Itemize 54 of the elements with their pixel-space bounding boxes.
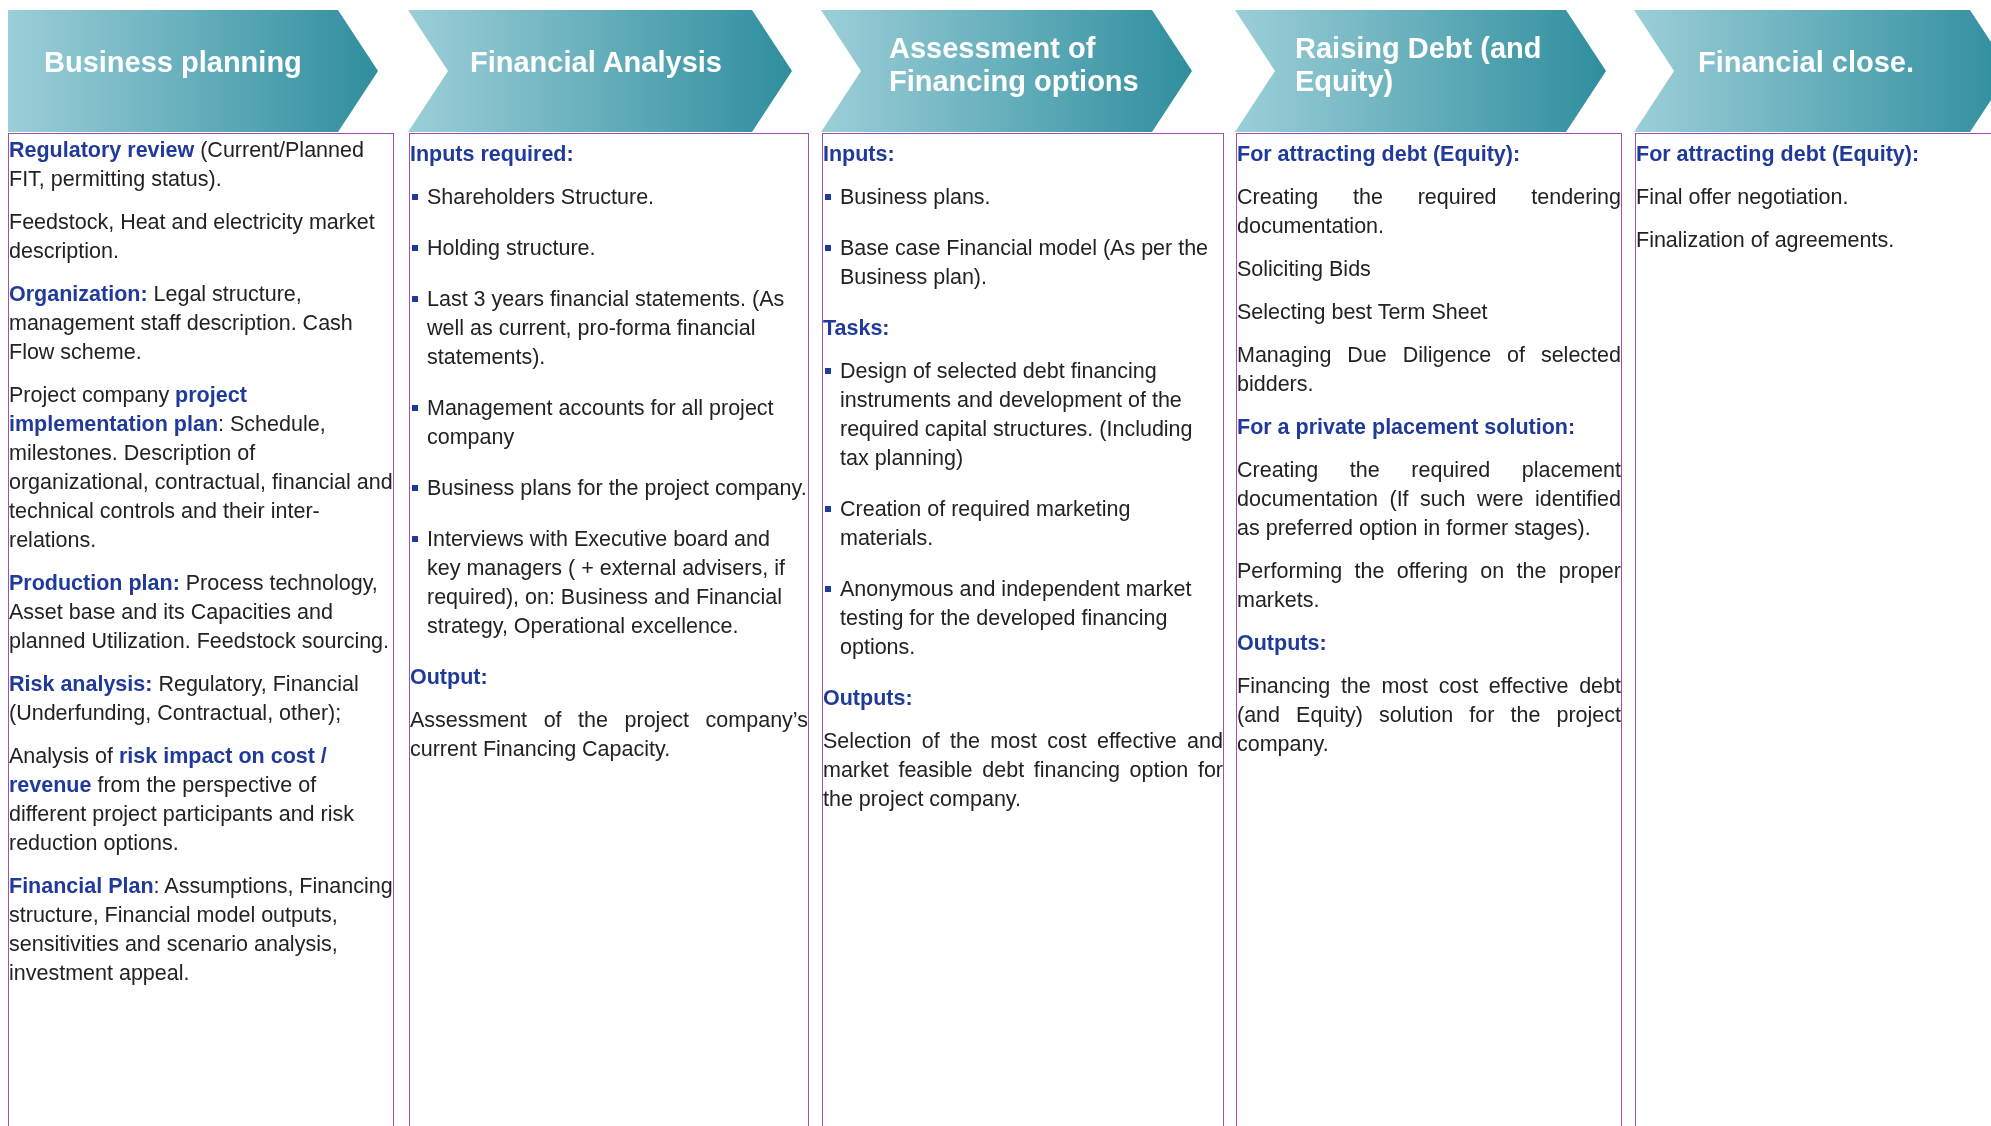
- bullet-item: Anonymous and independent market testing for the developed financing options.: [823, 575, 1223, 662]
- text-paragraph: Managing Due Diligence of selected bidders.: [1237, 342, 1621, 398]
- stage-header-banner: [1634, 10, 1991, 132]
- stage-header-banner: [821, 10, 1192, 132]
- step-title: Assessment of Financing options: [889, 32, 1140, 98]
- text-paragraph: Selecting best Term Sheet: [1237, 299, 1489, 326]
- stage-column: [409, 133, 809, 1126]
- text-paragraph: Regulatory review (Current/Planned FIT, permitting status).: [9, 137, 365, 193]
- bullet-item: Business plans.: [823, 183, 1223, 212]
- text-paragraph: Soliciting Bids: [1237, 256, 1372, 283]
- stage-column: [1635, 133, 1991, 1126]
- bullet-item: Design of selected debt financing instruments and development of the required capital structures. (Including tax planning): [823, 357, 1223, 473]
- bullet-item: Last 3 years financial statements. (As well as current, pro-forma financial statements).: [410, 285, 808, 372]
- bullet-item: Base case Financial model (As per the Business plan).: [823, 234, 1223, 292]
- section-heading: Tasks:: [823, 315, 891, 342]
- text-paragraph: Project company project implementation plan: Schedule, milestones. Description of organizational, contractual, financial and technical controls and their inter-relations.: [9, 382, 393, 554]
- text-paragraph: Creating the required placement documentation (If such were identified as preferred option in former stages).: [1237, 457, 1621, 542]
- text-paragraph: Organization: Legal structure, management staff description. Cash Flow scheme.: [9, 281, 354, 366]
- bullet-item: Shareholders Structure.: [410, 183, 808, 212]
- section-heading: Output:: [410, 664, 489, 691]
- section-heading: Outputs:: [1237, 630, 1328, 657]
- bullet-item: Interviews with Executive board and key managers ( + external advisers, if required), on: Business and Financial strategy, Operational excellence.: [410, 525, 808, 641]
- section-heading: For a private placement solution:: [1237, 414, 1577, 441]
- section-heading: For attracting debt (Equity):: [1636, 141, 1921, 168]
- stage-column: [1236, 133, 1622, 1126]
- text-paragraph: Analysis of risk impact on cost / revenue from the perspective of different project participants and risk reduction options.: [9, 743, 355, 857]
- step-title: Business planning: [44, 46, 303, 79]
- stage-header-banner: [8, 10, 378, 132]
- stage-header-banner: [408, 10, 792, 132]
- section-heading: For attracting debt (Equity):: [1237, 141, 1522, 168]
- stage-header-banner: [1235, 10, 1606, 132]
- bullet-item: Creation of required marketing materials.: [823, 495, 1223, 553]
- text-paragraph: Financing the most cost effective debt (and Equity) solution for the project company.: [1237, 673, 1621, 758]
- text-paragraph: Production plan: Process technology, Asset base and its Capacities and planned Utilization. Feedstock sourcing.: [9, 570, 391, 655]
- step-title: Raising Debt (and Equity): [1295, 32, 1543, 98]
- bullet-item: Holding structure.: [410, 234, 808, 263]
- section-heading: Outputs:: [823, 685, 914, 712]
- text-paragraph: Financial Plan: Assumptions, Financing structure, Financial model outputs, sensitivities and scenario analysis, investment appeal.: [9, 873, 393, 987]
- text-paragraph: Final offer negotiation.: [1636, 184, 1850, 211]
- bullet-item: Management accounts for all project company: [410, 394, 808, 452]
- text-paragraph: Selection of the most cost effective and market feasible debt financing option for the project company.: [823, 728, 1223, 813]
- bullet-item: Business plans for the project company.: [410, 474, 808, 503]
- text-paragraph: Finalization of agreements.: [1636, 227, 1896, 254]
- step-title: Financial Analysis: [470, 46, 723, 79]
- text-paragraph: Assessment of the project company’s current Financing Capacity.: [410, 707, 808, 763]
- text-paragraph: Creating the required tendering documentation.: [1237, 184, 1621, 240]
- text-paragraph: Feedstock, Heat and electricity market description.: [9, 209, 376, 265]
- section-heading: Inputs:: [823, 141, 896, 168]
- stage-column: [822, 133, 1224, 1126]
- step-title: Financial close.: [1698, 46, 1915, 79]
- section-heading: Inputs required:: [410, 141, 575, 168]
- text-paragraph: Risk analysis: Regulatory, Financial (Underfunding, Contractual, other);: [9, 671, 360, 727]
- text-paragraph: Performing the offering on the proper markets.: [1237, 558, 1621, 614]
- stage-column: [8, 133, 394, 1126]
